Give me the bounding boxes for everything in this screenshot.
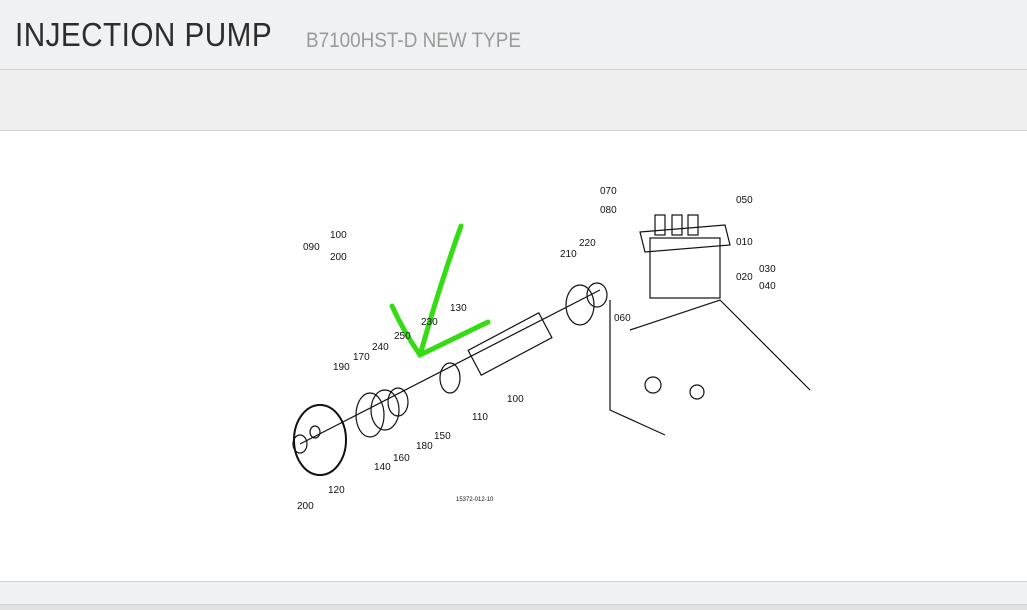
parts-table-header	[0, 604, 1027, 610]
annotation-arrow	[389, 223, 491, 359]
footer-bar	[0, 581, 1027, 604]
part-label[interactable]: 240	[372, 342, 389, 353]
part-label[interactable]: 200	[330, 252, 347, 263]
part-label[interactable]: 050	[736, 195, 753, 206]
part-labels: 070 080 050 010 020 030 040 090 100 200 …	[297, 186, 776, 512]
part-label[interactable]: 250	[394, 331, 411, 342]
part-label[interactable]: 110	[472, 412, 488, 423]
part-label[interactable]: 210	[560, 249, 577, 260]
part-label[interactable]: 180	[416, 441, 433, 452]
header: INJECTION PUMP B7100HST-D NEW TYPE	[0, 0, 1027, 70]
part-label[interactable]: 230	[421, 317, 438, 328]
part-label[interactable]: 220	[579, 238, 596, 249]
page-title: INJECTION PUMP	[15, 16, 273, 53]
part-label[interactable]: 120	[328, 485, 345, 496]
part-label[interactable]: 170	[353, 352, 370, 363]
part-label[interactable]: 130	[450, 303, 467, 314]
part-label[interactable]: 160	[393, 453, 410, 464]
part-label[interactable]: 090	[303, 242, 320, 253]
part-label[interactable]: 070	[600, 186, 617, 197]
part-label[interactable]: 100	[330, 230, 347, 241]
diagram-viewer[interactable]	[0, 131, 1027, 580]
part-label[interactable]: 080	[600, 205, 617, 216]
part-label[interactable]: 150	[434, 431, 451, 442]
part-label[interactable]: 100	[507, 394, 524, 405]
part-label[interactable]: 060	[614, 313, 631, 324]
model-subtitle: B7100HST-D NEW TYPE	[306, 29, 521, 52]
part-label[interactable]: 190	[333, 362, 350, 373]
part-label[interactable]: 200	[297, 501, 314, 512]
diagram-code: 15372-012-10	[456, 497, 494, 503]
part-label[interactable]: 040	[759, 281, 776, 292]
part-label[interactable]: 030	[759, 264, 776, 275]
diagram-drawing	[292, 214, 811, 476]
part-label[interactable]: 010	[736, 237, 753, 248]
part-label[interactable]: 140	[374, 462, 391, 473]
part-label[interactable]: 020	[736, 272, 753, 283]
